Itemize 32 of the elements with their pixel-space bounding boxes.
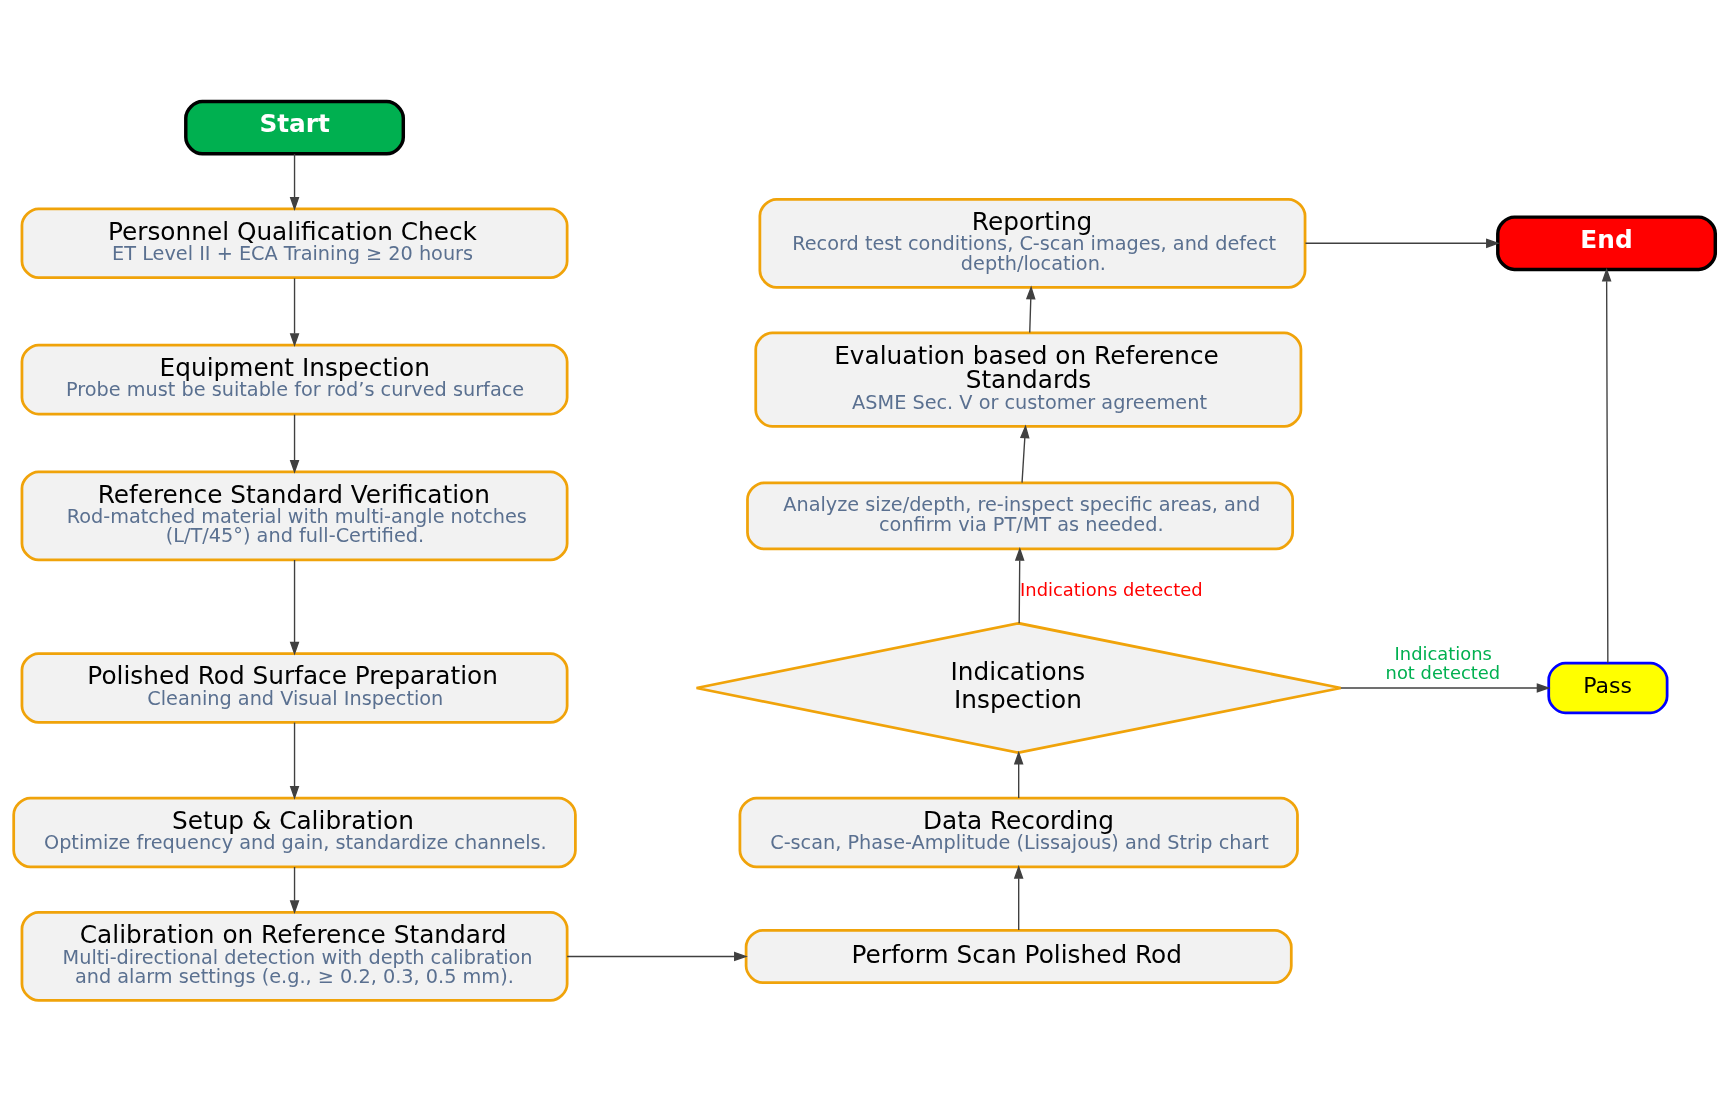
node-box: Calibration on Reference Standard Multi-directional detection with depth calibration and alarm settings (e.g., ≥ 0.2, 0.3, 0.5 mm). (20, 910, 569, 1002)
arrow (289, 152, 300, 211)
node-box: Equipment Inspection Probe must be suitable for rod’s curved surface (20, 343, 569, 415)
arrow (289, 558, 300, 656)
arrow (1013, 864, 1024, 931)
node-box: Perform Scan Polished Rod (744, 928, 1293, 984)
arrow (289, 865, 300, 914)
node-box: Start (184, 99, 406, 156)
arrow (1014, 546, 1025, 624)
edge-label: Indications detected (1020, 578, 1203, 600)
arrow (566, 951, 748, 961)
node-box: Pass (1547, 661, 1669, 714)
arrow (289, 413, 300, 474)
node-box: Setup & Calibration Optimize frequency and gain, standardize channels. (12, 796, 577, 868)
arrow (289, 277, 300, 347)
node-box: Analyze size/depth, re-inspect specific areas, and confirm via PT/MT as needed. (746, 480, 1295, 550)
node-box: Reporting Record test conditions, C-scan images, and defect depth/location. (758, 197, 1307, 289)
arrow (1304, 237, 1500, 248)
arrow (1340, 682, 1551, 693)
node-box: Data Recording C-scan, Phase-Amplitude (Lissajous) and Strip chart (738, 796, 1299, 868)
node-box: End (1496, 214, 1717, 271)
arrow (289, 721, 300, 800)
arrow (1019, 423, 1030, 483)
node-box: Polished Rod Surface Preparation Cleaning and Visual Inspection (20, 651, 569, 724)
node-box: Reference Standard Verification Rod-matched material with multi-angle notches (L/T/45°) and full-Certified. (20, 469, 569, 561)
arrow (1025, 285, 1036, 333)
arrow (1013, 750, 1024, 799)
node-box: Evaluation based on Reference Standards ASME Sec. V or customer agreement (754, 330, 1303, 428)
arrow (1601, 267, 1612, 664)
edge-label: Indications not detected (1385, 642, 1501, 683)
node-diamond: Indications Inspection (695, 621, 1343, 754)
node-box: Personnel Qualification Check ET Level II + ECA Training ≥ 20 hours (20, 207, 569, 279)
